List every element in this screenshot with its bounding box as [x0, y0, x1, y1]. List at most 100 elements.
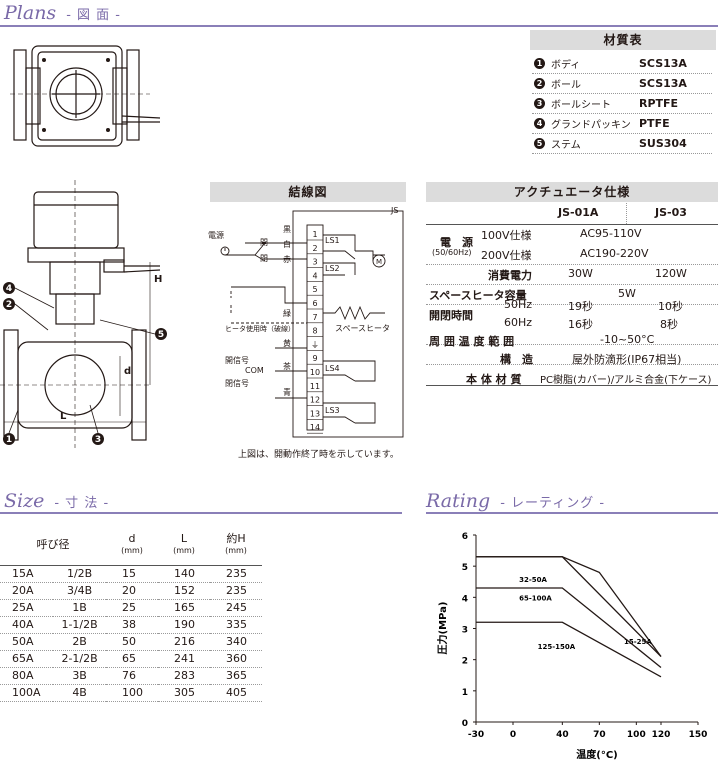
rating-rule	[426, 512, 718, 514]
material-row: 4 グランドパッキン PTFE	[532, 114, 712, 134]
table-cell: 65A	[0, 650, 54, 668]
table-cell: 50A	[0, 633, 54, 651]
table-cell: 76	[106, 667, 158, 685]
table-cell: 4B	[53, 684, 106, 702]
v200-label: 200V仕様	[481, 249, 532, 262]
material-name: ボディ	[551, 60, 581, 71]
table-cell: 360	[210, 650, 262, 668]
terminal-number: 13	[310, 409, 320, 418]
power-row-label: 電 源	[440, 236, 473, 249]
head-L: L(mm)	[158, 525, 210, 566]
terminal-number: 10	[310, 368, 320, 377]
wire-white: 白	[283, 239, 291, 249]
y-tick-label: 3	[462, 626, 468, 636]
temp-label: 周 囲 温 度 範 囲	[429, 335, 515, 348]
table-cell: 3B	[53, 667, 106, 685]
head-nominal: 呼び径	[0, 525, 106, 566]
table-cell: 25A	[0, 599, 54, 617]
table-cell: 50	[106, 633, 158, 651]
material-name: ステム	[551, 140, 581, 151]
open-signal-label: 開信号	[225, 355, 249, 365]
materials-header: 材質表	[530, 30, 716, 50]
callout-3: 3	[95, 435, 101, 445]
callout-4: 4	[6, 284, 12, 294]
hz60-label: 60Hz	[504, 316, 533, 329]
table-cell: 305	[158, 684, 210, 702]
material-num: 4	[534, 118, 545, 129]
plans-title: Plans	[4, 2, 57, 24]
series-label: 125-150A	[538, 643, 576, 651]
power-hz-label: (50/60Hz)	[432, 248, 472, 257]
terminal-number: 6	[312, 299, 317, 308]
series-line	[476, 556, 662, 658]
material-label: 本 体 材 質	[466, 373, 522, 386]
hz50-label: 50Hz	[504, 298, 533, 311]
material-value: PC樹脂(カバー)/アルミ合金(下ケース)	[540, 375, 712, 386]
table-cell: 365	[210, 667, 262, 685]
callout-2: 2	[6, 300, 12, 310]
terminal-number: 5	[312, 285, 317, 294]
size-subtitle: - 寸 法 -	[54, 496, 110, 511]
table-cell: 100A	[0, 684, 54, 702]
table-cell: 335	[210, 616, 262, 634]
space-heater-label: スペースヒータ	[335, 324, 390, 333]
y-tick-label: 6	[462, 532, 468, 542]
power-label: 電源	[208, 231, 224, 240]
table-cell: 25	[106, 599, 158, 617]
heater-value: 5W	[618, 287, 636, 300]
close-label: 閉	[260, 254, 268, 263]
series-line	[476, 621, 662, 678]
consumption-label: 消費電力	[488, 269, 532, 282]
y-tick-label: 0	[462, 719, 468, 729]
material-value: SUS304	[639, 137, 687, 150]
table-cell: 235	[210, 565, 262, 583]
wiring-diagram: JS 電源 開 閉 黒 白 赤 緑 黄 茶 青 LS1 LS2 LS4 LS3 …	[208, 206, 404, 438]
temp-value: -10~50°C	[600, 333, 655, 346]
ls2-label: LS2	[325, 264, 340, 273]
x-tick-label: 0	[510, 730, 516, 740]
terminal-number: 7	[312, 313, 317, 322]
rating-heading: Rating - レーティング -	[426, 490, 605, 512]
terminal-number: 11	[310, 382, 320, 391]
ls4-label: LS4	[325, 364, 340, 373]
wire-blue: 青	[283, 387, 291, 397]
table-cell: 165	[158, 599, 210, 617]
y-tick-label: 1	[462, 688, 468, 698]
hz50-js01a: 19秒	[568, 300, 593, 313]
y-tick-label: 2	[462, 657, 468, 667]
table-cell: 235	[210, 582, 262, 600]
material-name: ボールシート	[551, 100, 611, 111]
table-cell: 1/2B	[53, 565, 106, 583]
x-tick-label: 150	[689, 730, 708, 740]
wire-red: 赤	[283, 255, 291, 264]
plans-heading: Plans - 図 面 -	[4, 2, 121, 24]
terminal-number: 12	[310, 396, 320, 405]
wire-green: 緑	[283, 308, 291, 318]
terminal-number: 14	[310, 423, 320, 432]
v100-value: AC95-110V	[580, 227, 642, 240]
hz50-js03: 10秒	[658, 300, 683, 313]
wire-brown: 茶	[283, 361, 291, 371]
callout-5: 5	[158, 330, 164, 340]
dim-L: L	[60, 411, 67, 422]
table-cell: 38	[106, 616, 158, 634]
table-cell: 216	[158, 633, 210, 651]
com-label: COM	[245, 366, 264, 375]
actuator-header: アクチュエータ仕様	[426, 182, 718, 202]
x-tick-label: 100	[627, 730, 646, 740]
table-cell: 3/4B	[53, 582, 106, 600]
series-line	[476, 587, 662, 668]
table-cell: 100	[106, 684, 158, 702]
time-label: 開閉時間	[429, 309, 473, 322]
x-axis-label: 温度(°C)	[576, 748, 617, 761]
table-cell: 140	[158, 565, 210, 583]
material-num: 2	[534, 78, 545, 89]
table-cell: 20	[106, 582, 158, 600]
head-H: 約H(mm)	[210, 525, 262, 566]
size-heading: Size - 寸 法 -	[4, 490, 109, 512]
terminal-number: 9	[312, 354, 317, 363]
